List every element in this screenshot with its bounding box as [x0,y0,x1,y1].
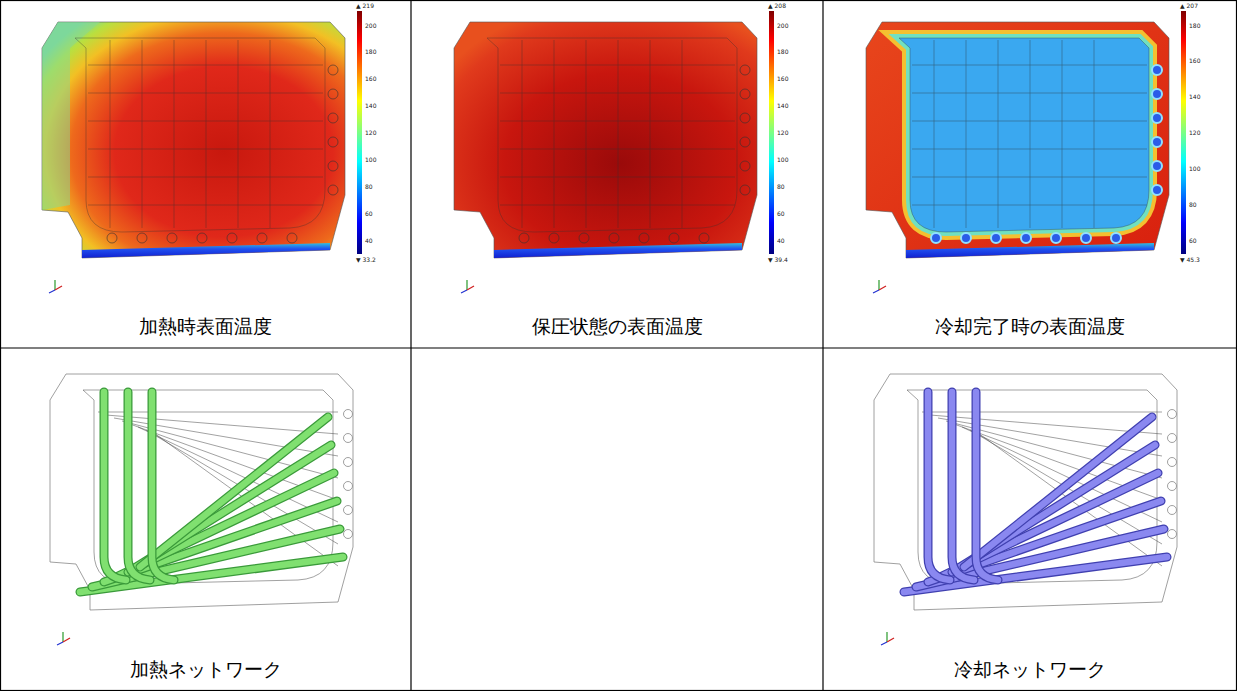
scale-value: 140 [1189,93,1200,100]
axis-triad [873,280,886,293]
axis-triad [49,280,62,293]
scale-value: ▲ 207 [1180,2,1198,9]
scale-value: 120 [777,129,788,136]
scale-value: 60 [1189,237,1197,244]
scale-value: 200 [777,22,788,29]
scale-value: 140 [365,102,376,109]
color-bar [357,11,362,254]
scale-value: 40 [365,237,373,244]
caption-cell: 冷却完了時の表面温度 [828,308,1232,346]
caption-cell: 保圧状態の表面温度 [416,308,819,346]
color-bar [1181,11,1186,254]
caption: 冷却ネットワーク [954,657,1106,683]
scale-value: 60 [777,210,785,217]
scale-value: ▲ 208 [768,2,786,9]
scale-value: ▼ 45.3 [1180,256,1200,263]
scale-value: 100 [365,156,376,163]
caption: 加熱ネットワーク [130,657,282,683]
color-bar [769,11,774,254]
scale-value: 160 [1189,57,1200,64]
caption-cell: 加熱時表面温度 [4,308,407,346]
scale-value: 160 [777,75,788,82]
pipe-network [50,374,353,645]
axis-triad [461,280,474,293]
scale-value: 180 [1189,22,1200,29]
pipe-network [874,374,1177,645]
scale-value: ▼ 39.4 [768,256,788,263]
axis-triad [57,632,70,645]
scale-value: ▲ 219 [356,2,374,9]
caption: 加熱時表面温度 [139,314,272,340]
thermal-model [42,22,345,293]
scale-value: 180 [777,48,788,55]
scale-value: 80 [365,183,373,190]
thermal-model [454,22,757,293]
scale-value: 80 [777,183,785,190]
caption-cell: 冷却ネットワーク [828,652,1232,688]
caption-cell: 加熱ネットワーク [4,652,407,688]
scale-value: 100 [777,156,788,163]
scale-value: 40 [777,237,785,244]
scale-value: 140 [777,102,788,109]
scale-value: ▼ 33.2 [356,256,376,263]
scale-value: 200 [365,22,376,29]
scale-value: 180 [365,48,376,55]
scale-value: 60 [365,210,373,217]
thermal-model [866,22,1169,293]
scale-value: 120 [365,129,376,136]
scale-value: 100 [1189,165,1200,172]
scale-value: 160 [365,75,376,82]
caption: 冷却完了時の表面温度 [935,314,1125,340]
scale-value: 80 [1189,201,1197,208]
scale-value: 120 [1189,129,1200,136]
caption: 保圧状態の表面温度 [532,314,703,340]
axis-triad [881,632,894,645]
